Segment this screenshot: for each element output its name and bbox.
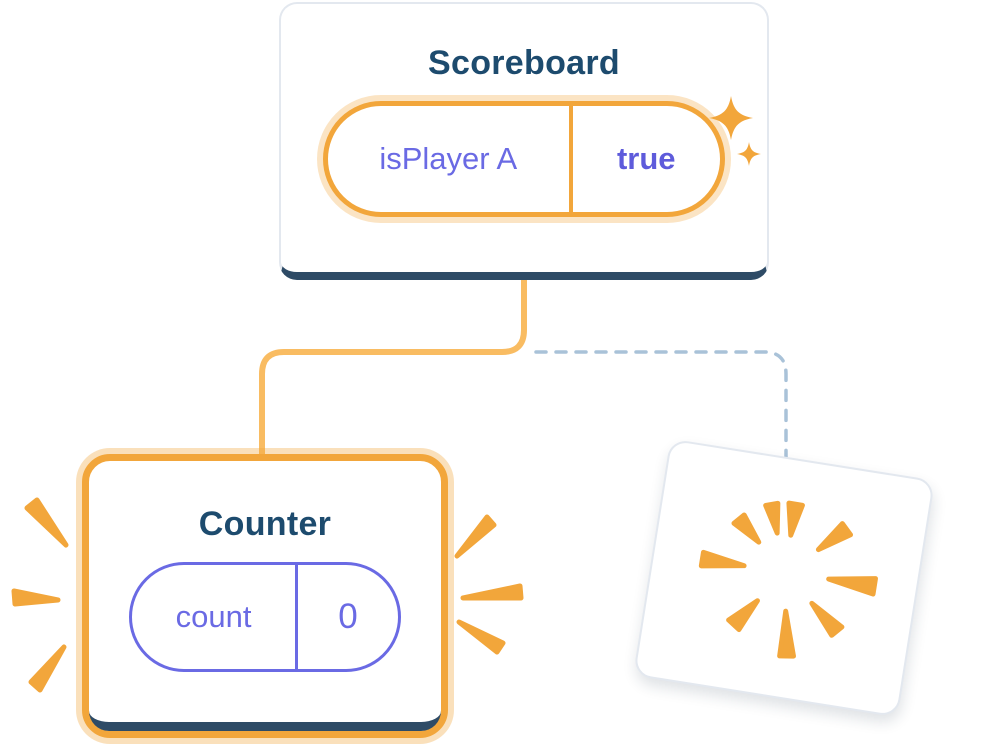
emphasis-burst-right-icon	[454, 514, 524, 655]
counter-component-card: Counter count 0	[82, 454, 448, 738]
state-pill-label-section: isPlayer A	[328, 106, 569, 212]
scoreboard-title: Scoreboard	[428, 44, 620, 82]
scoreboard-component-card: Scoreboard isPlayer A true	[279, 2, 769, 280]
count-pill-label: count	[175, 599, 252, 634]
poof-burst-icon	[698, 500, 878, 659]
pill-divider	[295, 565, 299, 669]
state-pill-label: isPlayer A	[379, 141, 518, 176]
count-value-section: 0	[298, 565, 398, 669]
sparkle-icon	[709, 96, 761, 166]
parent-child-connector-line	[259, 269, 527, 471]
count-pill-value: 0	[338, 597, 358, 636]
state-pill-value-section: true	[573, 106, 720, 212]
scoreboard-state-pill: isPlayer A true	[323, 101, 725, 217]
removed-component-card	[632, 438, 936, 718]
counter-state-pill: count 0	[129, 562, 401, 672]
state-pill-value: true	[616, 141, 676, 176]
counter-title: Counter	[198, 505, 332, 543]
count-label-section: count	[132, 565, 295, 669]
pill-divider	[568, 106, 573, 212]
emphasis-burst-left-icon	[11, 497, 69, 693]
counter-card-face: Counter count 0	[89, 461, 441, 731]
